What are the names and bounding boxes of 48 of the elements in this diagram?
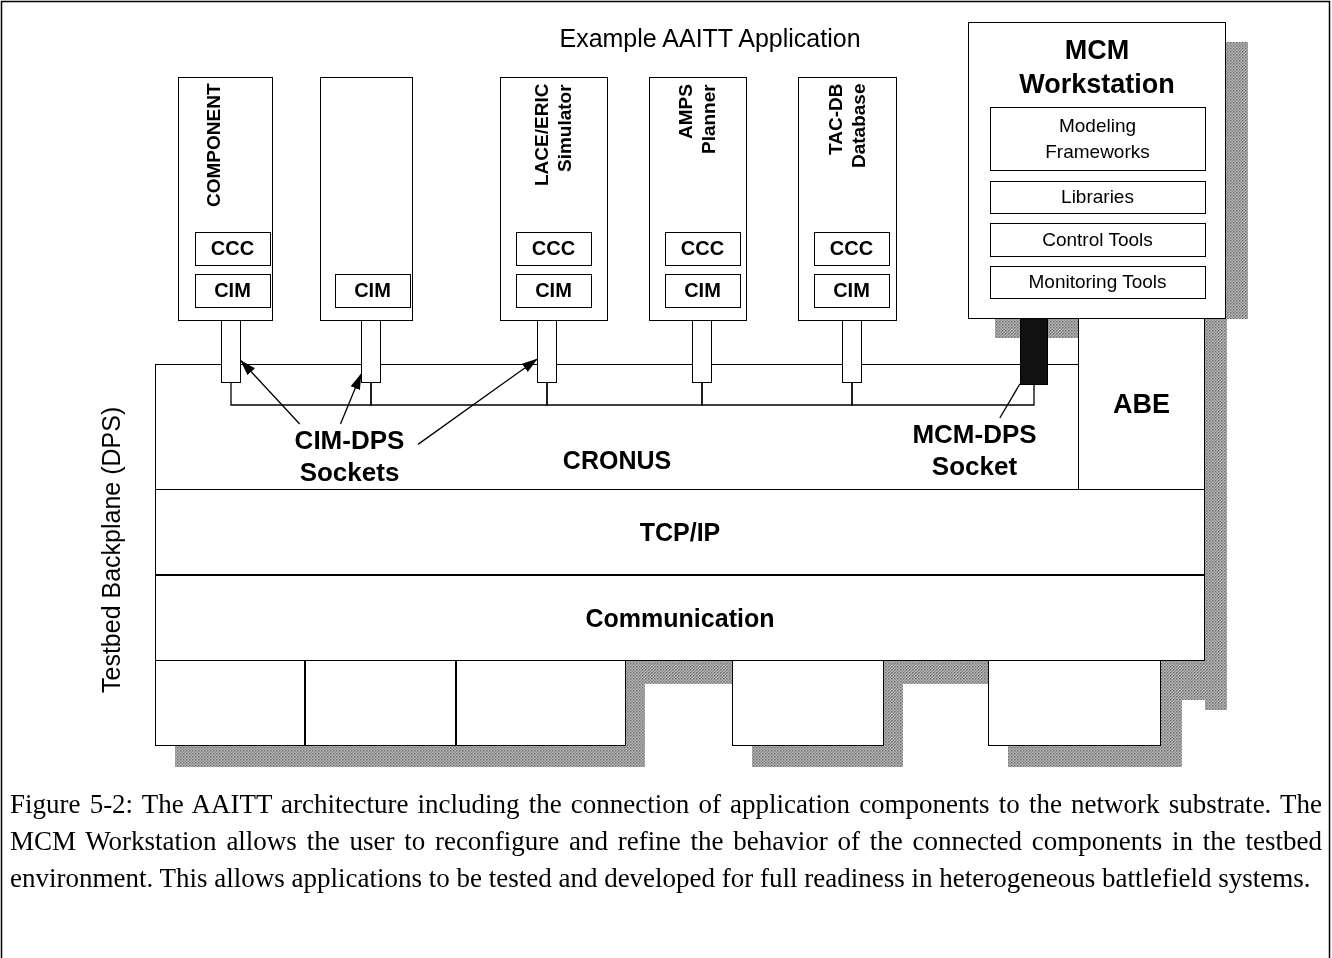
platform-box xyxy=(305,660,456,746)
annotation-text: MCM-DPS Socket xyxy=(901,417,1048,484)
tool-box: Control Tools xyxy=(989,222,1206,257)
module-box: CIM xyxy=(813,273,890,308)
axis-label: Testbed Backplane (DPS) xyxy=(96,405,126,696)
annotation-text: CIM-DPS Sockets xyxy=(281,423,418,492)
component-box xyxy=(320,77,413,321)
workstation-box: MCM Workstation Modeling Frameworks Libraries Control Tools Monitoring Tools xyxy=(968,22,1226,319)
leader-arrow xyxy=(339,373,362,425)
component-box: LACE/ERIC Simulator CCC CIM xyxy=(500,77,608,321)
diagram-title: Example AAITT Application xyxy=(558,24,862,53)
module-box: CCC xyxy=(813,231,890,266)
module-box: CIM xyxy=(194,273,271,308)
component-box: AMPS Planner CCC CIM xyxy=(649,77,747,321)
layer-band: Communication xyxy=(155,575,1205,661)
module-box: CCC xyxy=(664,231,741,266)
component-box: TAC-DB Database CCC CIM xyxy=(798,77,897,321)
leader-line xyxy=(999,383,1021,419)
platform-box xyxy=(155,660,305,746)
bus-line xyxy=(230,382,372,406)
module-box: CCC xyxy=(194,231,271,266)
socket-box xyxy=(361,320,381,383)
bus-line xyxy=(851,382,1035,406)
socket-box xyxy=(221,320,241,383)
socket-box xyxy=(1020,318,1048,385)
layer-band: CRONUS CIM-DPS Sockets MCM-DPS Socket xyxy=(155,364,1079,490)
bus-line xyxy=(370,382,548,406)
module-box: CIM xyxy=(515,273,592,308)
leader-arrow xyxy=(417,358,538,446)
platform-box xyxy=(456,660,626,746)
module-box: CIM xyxy=(664,273,741,308)
module-box: CCC xyxy=(515,231,592,266)
tool-box: Monitoring Tools xyxy=(989,265,1206,299)
platform-box xyxy=(732,660,884,746)
socket-box xyxy=(842,320,862,383)
component-box: COMPONENT CCC CIM xyxy=(178,77,273,321)
platform-box xyxy=(988,660,1161,746)
socket-box xyxy=(537,320,557,383)
leader-arrow xyxy=(240,360,301,425)
tool-box: Libraries xyxy=(989,180,1206,214)
tool-box: Modeling Frameworks xyxy=(989,106,1206,171)
layer-band: TCP/IP xyxy=(155,489,1205,575)
figure-caption: Figure 5-2: The AAITT architecture including the connection of application components to the network substrate. The MCM Workstation allows the user to reconfigure and refine the behavior of the connected components in the testbed environment. This allows applications to be tested and developed for full readiness in heterogeneous battlefield systems. xyxy=(10,788,1322,895)
bus-line xyxy=(701,382,853,406)
socket-box xyxy=(692,320,712,383)
layer-box: ABE xyxy=(1078,318,1205,490)
module-box: CIM xyxy=(334,273,411,308)
bus-line xyxy=(546,382,703,406)
